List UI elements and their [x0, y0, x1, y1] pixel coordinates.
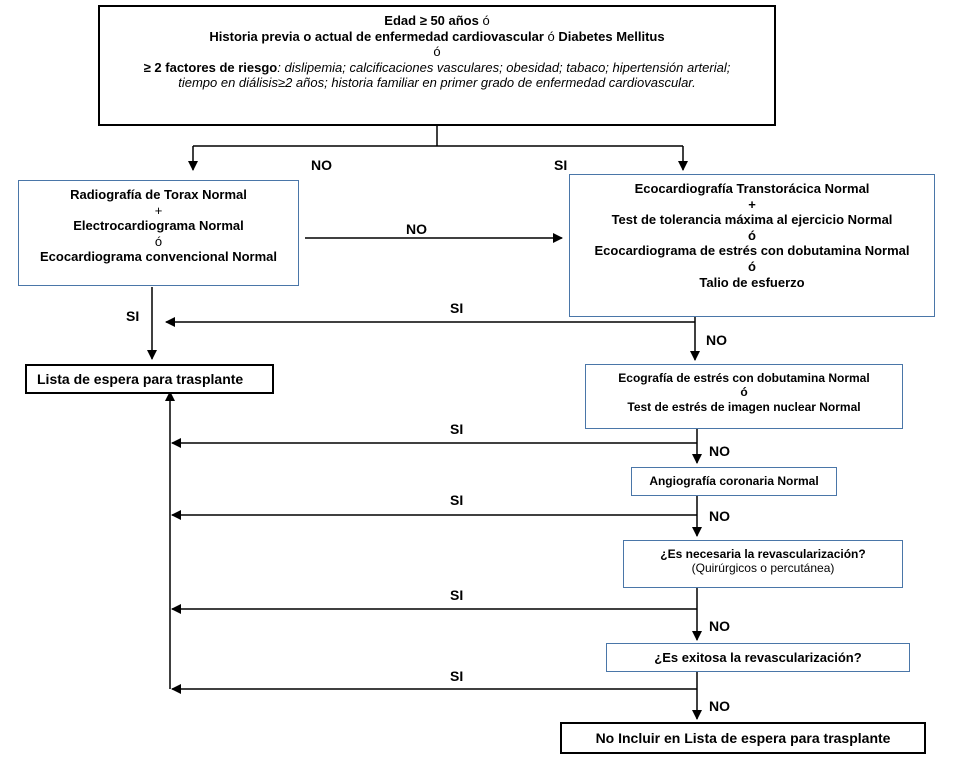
- label-no-angio: NO: [709, 508, 730, 524]
- angiography-label: Angiografía coronaria Normal: [649, 474, 819, 488]
- label-no-stress: NO: [709, 443, 730, 459]
- angiography-box: Angiografía coronaria Normal: [631, 467, 837, 496]
- basic-tests-line-5: Ecocardiograma convencional Normal: [40, 249, 277, 265]
- advanced-tests-line-6: ó: [748, 258, 756, 274]
- criteria-line-1: Edad ≥ 50 años ó: [384, 13, 490, 28]
- revascularization-note: (Quirúrgicos o percutánea): [691, 561, 835, 576]
- criteria-line-2: Historia previa o actual de enfermedad c…: [209, 28, 665, 44]
- basic-tests-line-3: Electrocardiograma Normal: [73, 218, 244, 234]
- label-si-left: SI: [126, 308, 140, 324]
- label-si-revasc: SI: [450, 587, 464, 603]
- label-no-right-box: NO: [706, 332, 727, 348]
- waitlist-box: Lista de espera para trasplante: [25, 364, 274, 394]
- basic-tests-line-1: Radiografía de Torax Normal: [70, 187, 247, 202]
- waitlist-label: Lista de espera para trasplante: [37, 371, 244, 387]
- criteria-box: Edad ≥ 50 años ó Historia previa o actua…: [98, 5, 776, 126]
- stress-test-box: Ecografía de estrés con dobutamina Norma…: [585, 364, 903, 429]
- advanced-tests-box: Ecocardiografía Transtorácica Normal + T…: [569, 174, 935, 317]
- stress-test-line-2: ó: [740, 385, 748, 400]
- exclude-label: No Incluir en Lista de espera para trasp…: [595, 730, 891, 746]
- advanced-tests-line-2: +: [748, 196, 756, 212]
- stress-test-line-3: Test de estrés de imagen nuclear Normal: [627, 399, 861, 414]
- revascularization-question: ¿Es necesaria la revascularización?: [660, 547, 866, 561]
- label-si-angio: SI: [450, 492, 464, 508]
- advanced-tests-line-5: Ecocardiograma de estrés con dobutamina …: [594, 243, 910, 259]
- label-no-success: NO: [709, 698, 730, 714]
- revascularization-success-box: ¿Es exitosa la revascularización?: [606, 643, 910, 672]
- label-si-stress: SI: [450, 421, 464, 437]
- label-si-success: SI: [450, 668, 464, 684]
- basic-tests-line-2: +: [154, 202, 163, 218]
- advanced-tests-line-7: Talio de esfuerzo: [699, 274, 805, 290]
- basic-tests-box: Radiografía de Torax Normal + Electrocar…: [18, 180, 299, 286]
- label-si-top: SI: [554, 157, 568, 173]
- label-no-top: NO: [311, 157, 332, 173]
- advanced-tests-line-1: Ecocardiografía Transtorácica Normal: [634, 181, 870, 196]
- revascularization-success-question: ¿Es exitosa la revascularización?: [654, 650, 862, 665]
- revascularization-needed-box: ¿Es necesaria la revascularización? (Qui…: [623, 540, 903, 588]
- criteria-line-4: ≥ 2 factores de riesgo: dislipemia; calc…: [143, 59, 731, 75]
- advanced-tests-line-3: Test de tolerancia máxima al ejercicio N…: [611, 212, 893, 228]
- label-si-right-box: SI: [450, 300, 464, 316]
- criteria-line-3: ó: [433, 44, 441, 60]
- basic-tests-line-4: ó: [154, 233, 163, 249]
- exclude-box: No Incluir en Lista de espera para trasp…: [560, 722, 926, 754]
- advanced-tests-line-4: ó: [748, 227, 756, 243]
- stress-test-line-1: Ecografía de estrés con dobutamina Norma…: [618, 371, 870, 385]
- label-no-revasc: NO: [709, 618, 730, 634]
- criteria-line-5: tiempo en diálisis≥2 años; historia fami…: [178, 75, 696, 91]
- label-no-middle: NO: [406, 221, 427, 237]
